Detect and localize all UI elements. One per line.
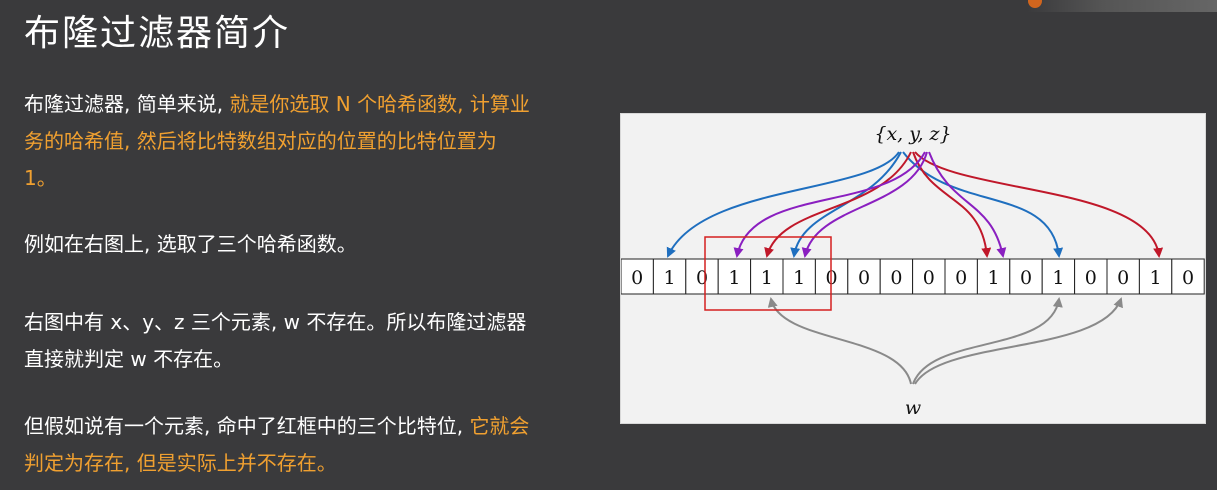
false-positive-text: 但假如说有一个元素, 命中了红框中的三个比特位, (24, 414, 470, 438)
brand-logo-strip (1027, 0, 1217, 12)
bit-cell-2 (685, 258, 719, 295)
highlight-box (704, 236, 832, 311)
bit-value-17: 0 (1182, 267, 1194, 289)
bit-cell-13 (1041, 258, 1076, 295)
arrow-w-1 (767, 297, 912, 385)
bit-cell-11 (976, 258, 1011, 295)
arrow-x-3 (902, 151, 1064, 258)
false-positive-highlight: 它就会判定为存在, 但是实际上并不存在。 (24, 414, 530, 475)
arrow-x-1 (666, 151, 900, 258)
bit-value-7: 0 (858, 267, 870, 289)
bit-cell-16 (1138, 258, 1173, 295)
bit-value-4: 1 (761, 267, 773, 289)
bit-cell-8 (879, 258, 914, 295)
definition-highlight: 就是你选取 N 个哈希函数, 计算业务的哈希值, 然后将比特数组对应的位置的比特… (24, 92, 530, 190)
bit-cell-1 (652, 258, 687, 295)
bit-value-8: 0 (890, 267, 902, 289)
bit-cell-17 (1171, 258, 1205, 295)
bit-value-11: 1 (988, 267, 1000, 289)
arrow-y-1 (764, 151, 912, 258)
bit-cell-3 (717, 258, 752, 295)
bit-cell-14 (1074, 258, 1108, 295)
bit-value-12: 0 (1020, 267, 1032, 289)
arrow-y-2 (912, 151, 992, 258)
paragraph-definition: 布隆过滤器, 简单来说, 就是你选取 N 个哈希函数, 计算业务的哈希值, 然后… (24, 86, 534, 197)
definition-text: 布隆过滤器, 简单来说, (24, 92, 230, 116)
bit-cell-9 (912, 258, 946, 295)
bit-cell-12 (1009, 258, 1043, 295)
bit-value-13: 1 (1052, 267, 1064, 289)
arrow-w-3 (914, 297, 1123, 385)
paragraph-example: 例如在右图上, 选取了三个哈希函数。 (24, 232, 357, 256)
bit-value-16: 1 (1150, 267, 1162, 289)
arrow-z-1 (733, 151, 926, 258)
bit-value-0: 0 (631, 267, 643, 289)
bit-cell-10 (944, 258, 978, 295)
arrow-x-2 (790, 151, 902, 258)
paragraph-elements: 右图中有 x、y、z 三个元素, w 不存在。所以布隆过滤器直接就判定 w 不存… (24, 310, 527, 371)
arrow-y-3 (914, 151, 1164, 258)
arrow-z-3 (928, 151, 1007, 258)
bit-value-14: 0 (1085, 267, 1097, 289)
arrow-z-2 (801, 151, 928, 258)
arrow-w-2 (912, 297, 1063, 385)
bit-value-3: 1 (728, 267, 740, 289)
bit-cell-15 (1106, 258, 1140, 295)
bit-cell-5 (782, 258, 816, 295)
bit-value-1: 1 (664, 267, 676, 289)
bit-value-2: 0 (696, 267, 708, 289)
bit-value-15: 0 (1117, 267, 1129, 289)
bit-cell-4 (750, 258, 784, 295)
w-label: w (905, 397, 921, 419)
bit-value-9: 0 (923, 267, 935, 289)
brand-logo-icon (1028, 0, 1042, 8)
bit-value-10: 0 (955, 267, 967, 289)
paragraph-false-positive: 但假如说有一个元素, 命中了红框中的三个比特位, 它就会判定为存在, 但是实际上… (24, 408, 534, 482)
bit-cell-7 (847, 258, 881, 295)
page-title: 布隆过滤器简介 (24, 13, 291, 54)
set-label: {x, y, z} (874, 123, 951, 145)
bit-value-5: 1 (793, 267, 805, 289)
